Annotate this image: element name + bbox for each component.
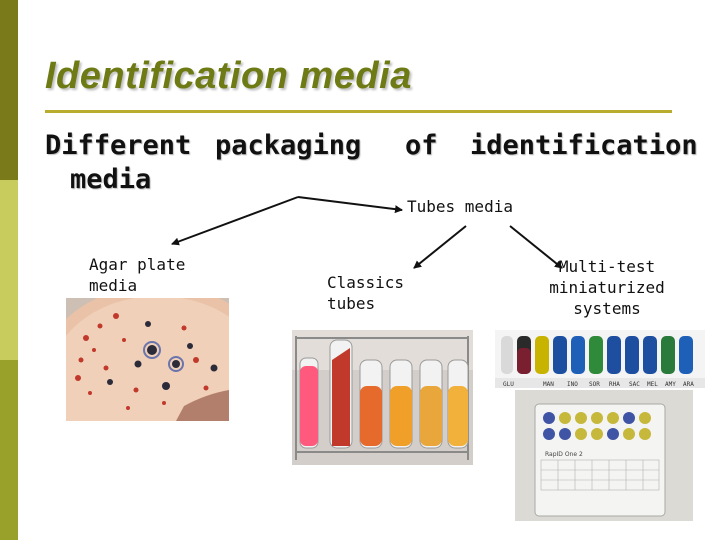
label-agar-line1: Agar plate	[89, 255, 186, 274]
label-classics-tubes: Classics tubes	[327, 272, 404, 314]
arrow-icon	[509, 225, 563, 269]
heading-word-packaging: packaging	[215, 130, 362, 161]
slide-title: Identification media	[45, 55, 412, 97]
strip-code-ino: INO	[567, 381, 578, 388]
label-agar-plate: Agar plate media	[89, 254, 185, 296]
label-tubes-media-text: Tubes media	[407, 197, 513, 216]
label-classics-line2: tubes	[327, 294, 376, 313]
strip-code-sor: SOR	[589, 381, 600, 388]
strip-code-amy: AMY	[665, 381, 676, 388]
heading-word-media: media	[70, 164, 152, 195]
strip-code-mel: MEL	[647, 381, 658, 388]
sidebar-stripe-middle	[0, 180, 18, 360]
label-agar-line2: media	[89, 276, 138, 295]
label-multitest-line2: miniaturized	[549, 278, 665, 297]
heading-word-of: of	[405, 130, 438, 161]
label-classics-line1: Classics	[327, 273, 405, 292]
label-tubes-media: Tubes media	[407, 196, 513, 217]
strip-code-sac: SAC	[629, 381, 640, 388]
heading-word-identification: identification	[470, 130, 698, 161]
arrow-icon	[297, 196, 403, 214]
strip-code-glu: GLU	[503, 381, 514, 388]
sidebar-stripe-top	[0, 0, 18, 180]
api-strip-photo: GLU MAN INO SOR RHA SAC MEL AMY ARA	[495, 330, 705, 388]
rapid-card-photo: RapID One 2	[515, 390, 693, 521]
sidebar-stripe-bottom	[0, 360, 18, 540]
strip-code-rha: RHA	[609, 381, 620, 388]
strip-code-ara: ARA	[683, 381, 694, 388]
label-multitest-line1: Multi-test	[558, 257, 656, 276]
card-label: RapID One 2	[545, 451, 583, 458]
arrow-icon	[171, 196, 299, 246]
label-multitest: Multi-test miniaturized systems	[530, 256, 684, 319]
agar-plate-photo	[66, 298, 229, 421]
title-underline	[45, 110, 672, 113]
classic-tubes-photo	[292, 330, 473, 465]
strip-code-man: MAN	[543, 381, 554, 388]
arrow-icon	[413, 225, 467, 269]
heading-word-different: Different	[45, 130, 192, 161]
label-multitest-line3: systems	[573, 299, 641, 318]
